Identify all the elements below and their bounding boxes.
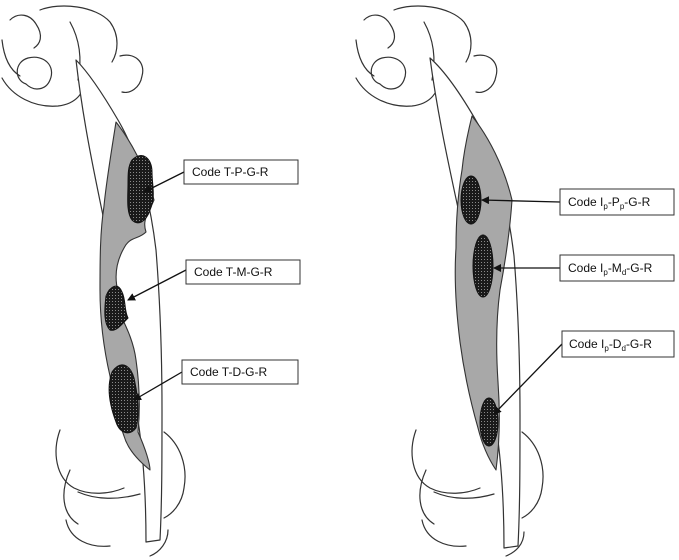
left-callout-middle: Code T-M-G-R [186,260,300,284]
left-callout-proximal: Code T-P-G-R [184,160,298,184]
right-callout-distal: Code Ip-Dd-G-R [562,331,674,357]
left-callout-distal: Code T-D-G-R [182,360,298,384]
right-panel: Code Ip-Pp-G-R Code Ip-Md-G-R Code Ip-Dd… [356,6,674,556]
label-t-m-g-r: Code T-M-G-R [194,265,273,279]
right-knee [412,430,543,556]
right-pelvis [356,6,497,106]
label-ip-md-g-r: Code Ip-Md-G-R [568,261,653,277]
label-t-d-g-r: Code T-D-G-R [190,365,267,379]
label-t-p-g-r: Code T-P-G-R [192,165,269,179]
right-lesion-proximal [461,176,481,224]
right-lesion-middle [473,235,493,297]
left-knee [56,430,185,556]
left-pelvis [2,6,143,106]
right-lesion-distal [480,398,498,446]
left-panel: Code T-P-G-R Code T-M-G-R Code T-D-G-R [2,6,300,556]
right-callout-proximal: Code Ip-Pp-G-R [560,189,674,215]
label-ip-pp-g-r: Code Ip-Pp-G-R [568,195,651,211]
label-ip-dd-g-r: Code Ip-Dd-G-R [569,337,652,353]
right-callout-middle: Code Ip-Md-G-R [560,255,674,281]
